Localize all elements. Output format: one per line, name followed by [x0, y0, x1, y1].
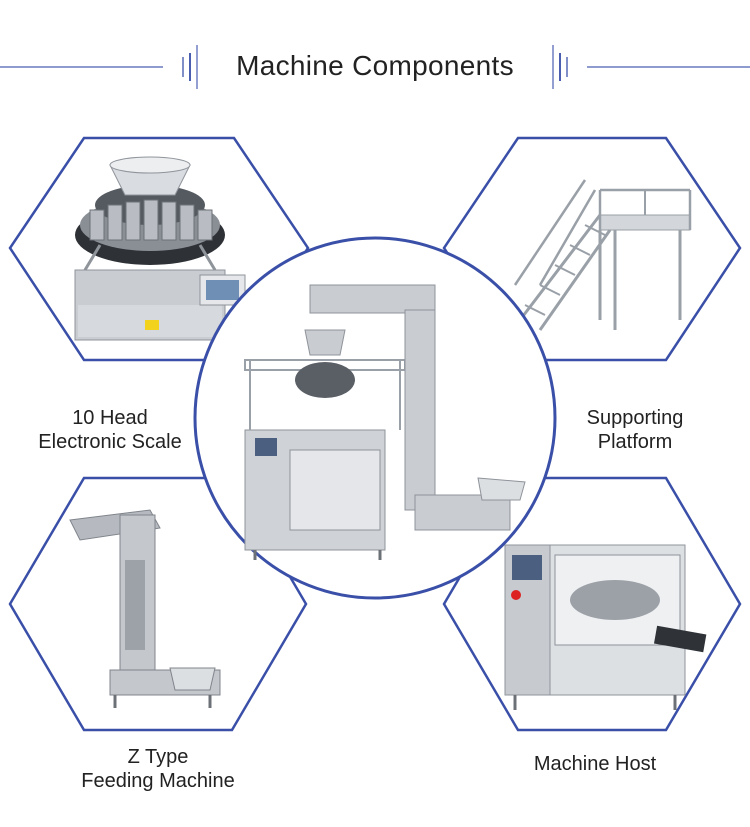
label-line-1: Machine Host [533, 753, 657, 775]
label-z-type-feeding-machine: Z Type Feeding Machine [58, 745, 258, 793]
hexagon-frame-top-right [442, 136, 742, 362]
machine-host-image [504, 544, 707, 710]
label-line-2: Feeding Machine [81, 770, 235, 792]
header-decoration [0, 45, 750, 89]
label-supporting-platform: Supporting Platform [545, 406, 725, 454]
label-line-1: Supporting [586, 407, 684, 429]
z-type-conveyor-image [69, 509, 221, 708]
multihead-scale-image [74, 156, 246, 341]
full-packaging-line-image [244, 284, 526, 560]
label-machine-host: Machine Host [495, 752, 695, 776]
label-line-2: Platform [597, 431, 673, 453]
page-header: Machine Components [0, 0, 750, 130]
label-line-1: Z Type [127, 746, 189, 768]
page-title: Machine Components [236, 50, 514, 81]
label-line-2: Electronic Scale [38, 431, 182, 453]
label-line-1: 10 Head [72, 407, 148, 429]
label-10-head-electronic-scale: 10 Head Electronic Scale [20, 406, 200, 454]
supporting-platform-image [513, 179, 692, 331]
